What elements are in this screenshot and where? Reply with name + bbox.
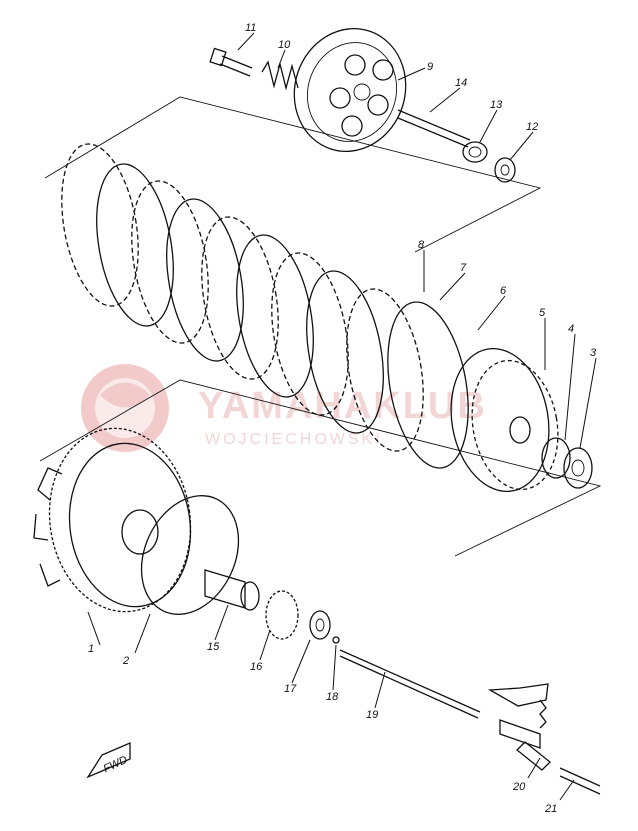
push-rod-nut-washer [397, 109, 516, 183]
callout-16: 16 [250, 661, 263, 673]
callout-14: 14 [455, 77, 467, 89]
callout-12: 12 [526, 121, 538, 133]
watermark-line2: WOJCIECHOWSKI [205, 431, 383, 448]
callout-9: 9 [427, 61, 433, 73]
callout-11: 11 [245, 22, 256, 34]
watermark-line1: YAMAHAKLUB [198, 385, 487, 427]
callout-10: 10 [278, 39, 291, 51]
callout-7: 7 [460, 262, 467, 274]
callout-15: 15 [207, 641, 220, 653]
callout-13: 13 [490, 99, 503, 111]
callout-18: 18 [326, 691, 339, 703]
guide-frames [39, 96, 602, 557]
callout-5: 5 [539, 307, 546, 319]
fwd-label: FWD [102, 754, 130, 775]
watermark-logo [81, 364, 169, 452]
callout-19: 19 [366, 709, 378, 721]
callout-17: 17 [284, 683, 297, 695]
clutch-boss [450, 347, 559, 493]
callout-2: 2 [122, 655, 129, 667]
callout-1: 1 [88, 643, 94, 655]
clutch-plate-stack [61, 143, 469, 469]
callout-numbers: 1 2 3 4 5 6 7 8 9 10 11 12 13 14 15 16 1… [88, 22, 597, 815]
push-rod-long [339, 649, 481, 719]
callout-3: 3 [590, 347, 597, 359]
watermark: YAMAHAKLUB WOJCIECHOWSKI [81, 364, 487, 452]
o-ring [140, 495, 240, 615]
callout-21: 21 [544, 803, 557, 815]
boss-washer-and-nut [541, 437, 593, 489]
callout-8: 8 [418, 239, 425, 251]
bolt-and-spring [209, 47, 299, 91]
spacer-gear-washer-ball [204, 569, 340, 644]
callout-4: 4 [568, 323, 574, 335]
callout-6: 6 [500, 285, 507, 297]
clutch-adjuster [487, 683, 601, 795]
clutch-housing [33, 427, 192, 613]
leader-lines [87, 32, 597, 801]
callout-20: 20 [512, 781, 526, 793]
pressure-plate [293, 27, 407, 153]
fwd-arrow: FWD [86, 742, 131, 779]
